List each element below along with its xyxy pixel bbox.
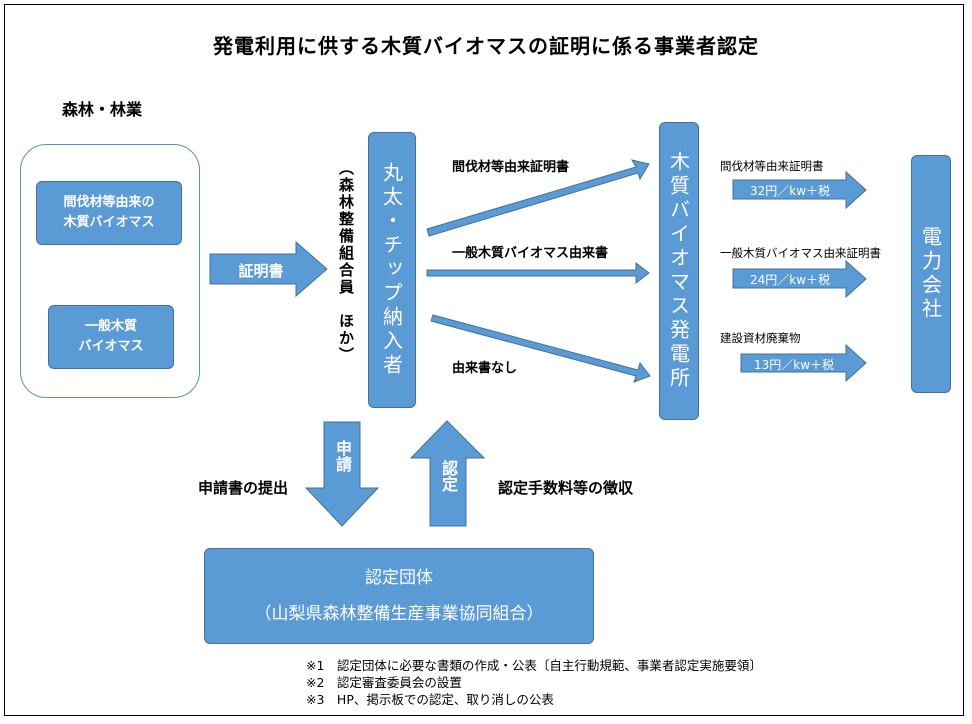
certify-label: 認定	[436, 460, 460, 492]
price-value-2: 24円／kw＋税	[749, 273, 831, 287]
certificate-arrow	[209, 240, 328, 298]
supplier-note: （森林整備組合員 ほか）	[337, 160, 355, 364]
note-1: ※1 認定団体に必要な書類の作成・公表〔自主行動規範、事業者認定実施要領〕	[306, 658, 762, 673]
supplier-box: 丸太・チップ納入者	[368, 132, 416, 408]
application-label: 申請書の提出	[198, 479, 289, 497]
cert-body-box: 認定団体 （山梨県森林整備生産事業協同組合）	[204, 548, 594, 644]
price-label-1: 間伐材等由来証明書	[720, 159, 824, 173]
diagram-title: 発電利用に供する木質バイオマスの証明に係る事業者認定	[213, 34, 759, 58]
plant-arrow-2	[426, 261, 650, 285]
general-wood-box: 一般木質 バイオマス	[48, 305, 174, 369]
plant-arrow-1-label: 間伐材等由来証明書	[452, 160, 570, 175]
power-company-box: 電力会社	[911, 155, 951, 393]
plant-arrow-2-label: 一般木質バイオマス由来書	[452, 246, 609, 261]
price-value-1: 32円／kw＋税	[749, 184, 831, 198]
apply-text: 申請	[333, 440, 352, 472]
thinned-wood-line-2: 木質バイオマス	[63, 215, 155, 230]
price-arrow-1	[732, 170, 867, 210]
plant-arrow-1	[426, 159, 650, 237]
cert-body-name: （山梨県森林整備生産事業協同組合）	[254, 604, 544, 624]
certify-arrow	[409, 420, 486, 527]
price-label-2: 一般木質バイオマス由来証明書	[720, 246, 881, 260]
price-value-3: 13円／kw＋税	[753, 358, 835, 372]
general-wood-line-2: バイオマス	[78, 339, 144, 354]
plant-arrow-3	[430, 314, 651, 383]
forestry-group	[20, 144, 200, 398]
section-label: 森林・林業	[62, 100, 143, 119]
apply-label: 申請	[330, 440, 354, 472]
power-plant-box: 木質バイオマス発電所	[659, 122, 699, 420]
thinned-wood-box: 間伐材等由来の 木質バイオマス	[36, 181, 182, 245]
price-arrow-2	[732, 259, 867, 299]
apply-arrow	[304, 421, 380, 527]
fee-label: 認定手数料等の徴収	[498, 479, 634, 497]
diagram-frame	[4, 4, 964, 716]
price-arrow-3	[740, 343, 867, 383]
plant-arrow-3-label: 由来書なし	[452, 361, 518, 376]
certificate-label: 証明書	[238, 262, 284, 280]
note-2: ※2 認定審査委員会の設置	[306, 675, 462, 690]
price-label-3: 建設資材廃棄物	[720, 331, 801, 345]
certify-text: 認定	[439, 460, 458, 492]
cert-body-title: 認定団体	[365, 568, 433, 588]
thinned-wood-line-1: 間伐材等由来の	[63, 195, 155, 210]
note-3: ※3 HP、掲示板での認定、取り消しの公表	[306, 692, 554, 707]
general-wood-line-1: 一般木質	[84, 319, 137, 334]
